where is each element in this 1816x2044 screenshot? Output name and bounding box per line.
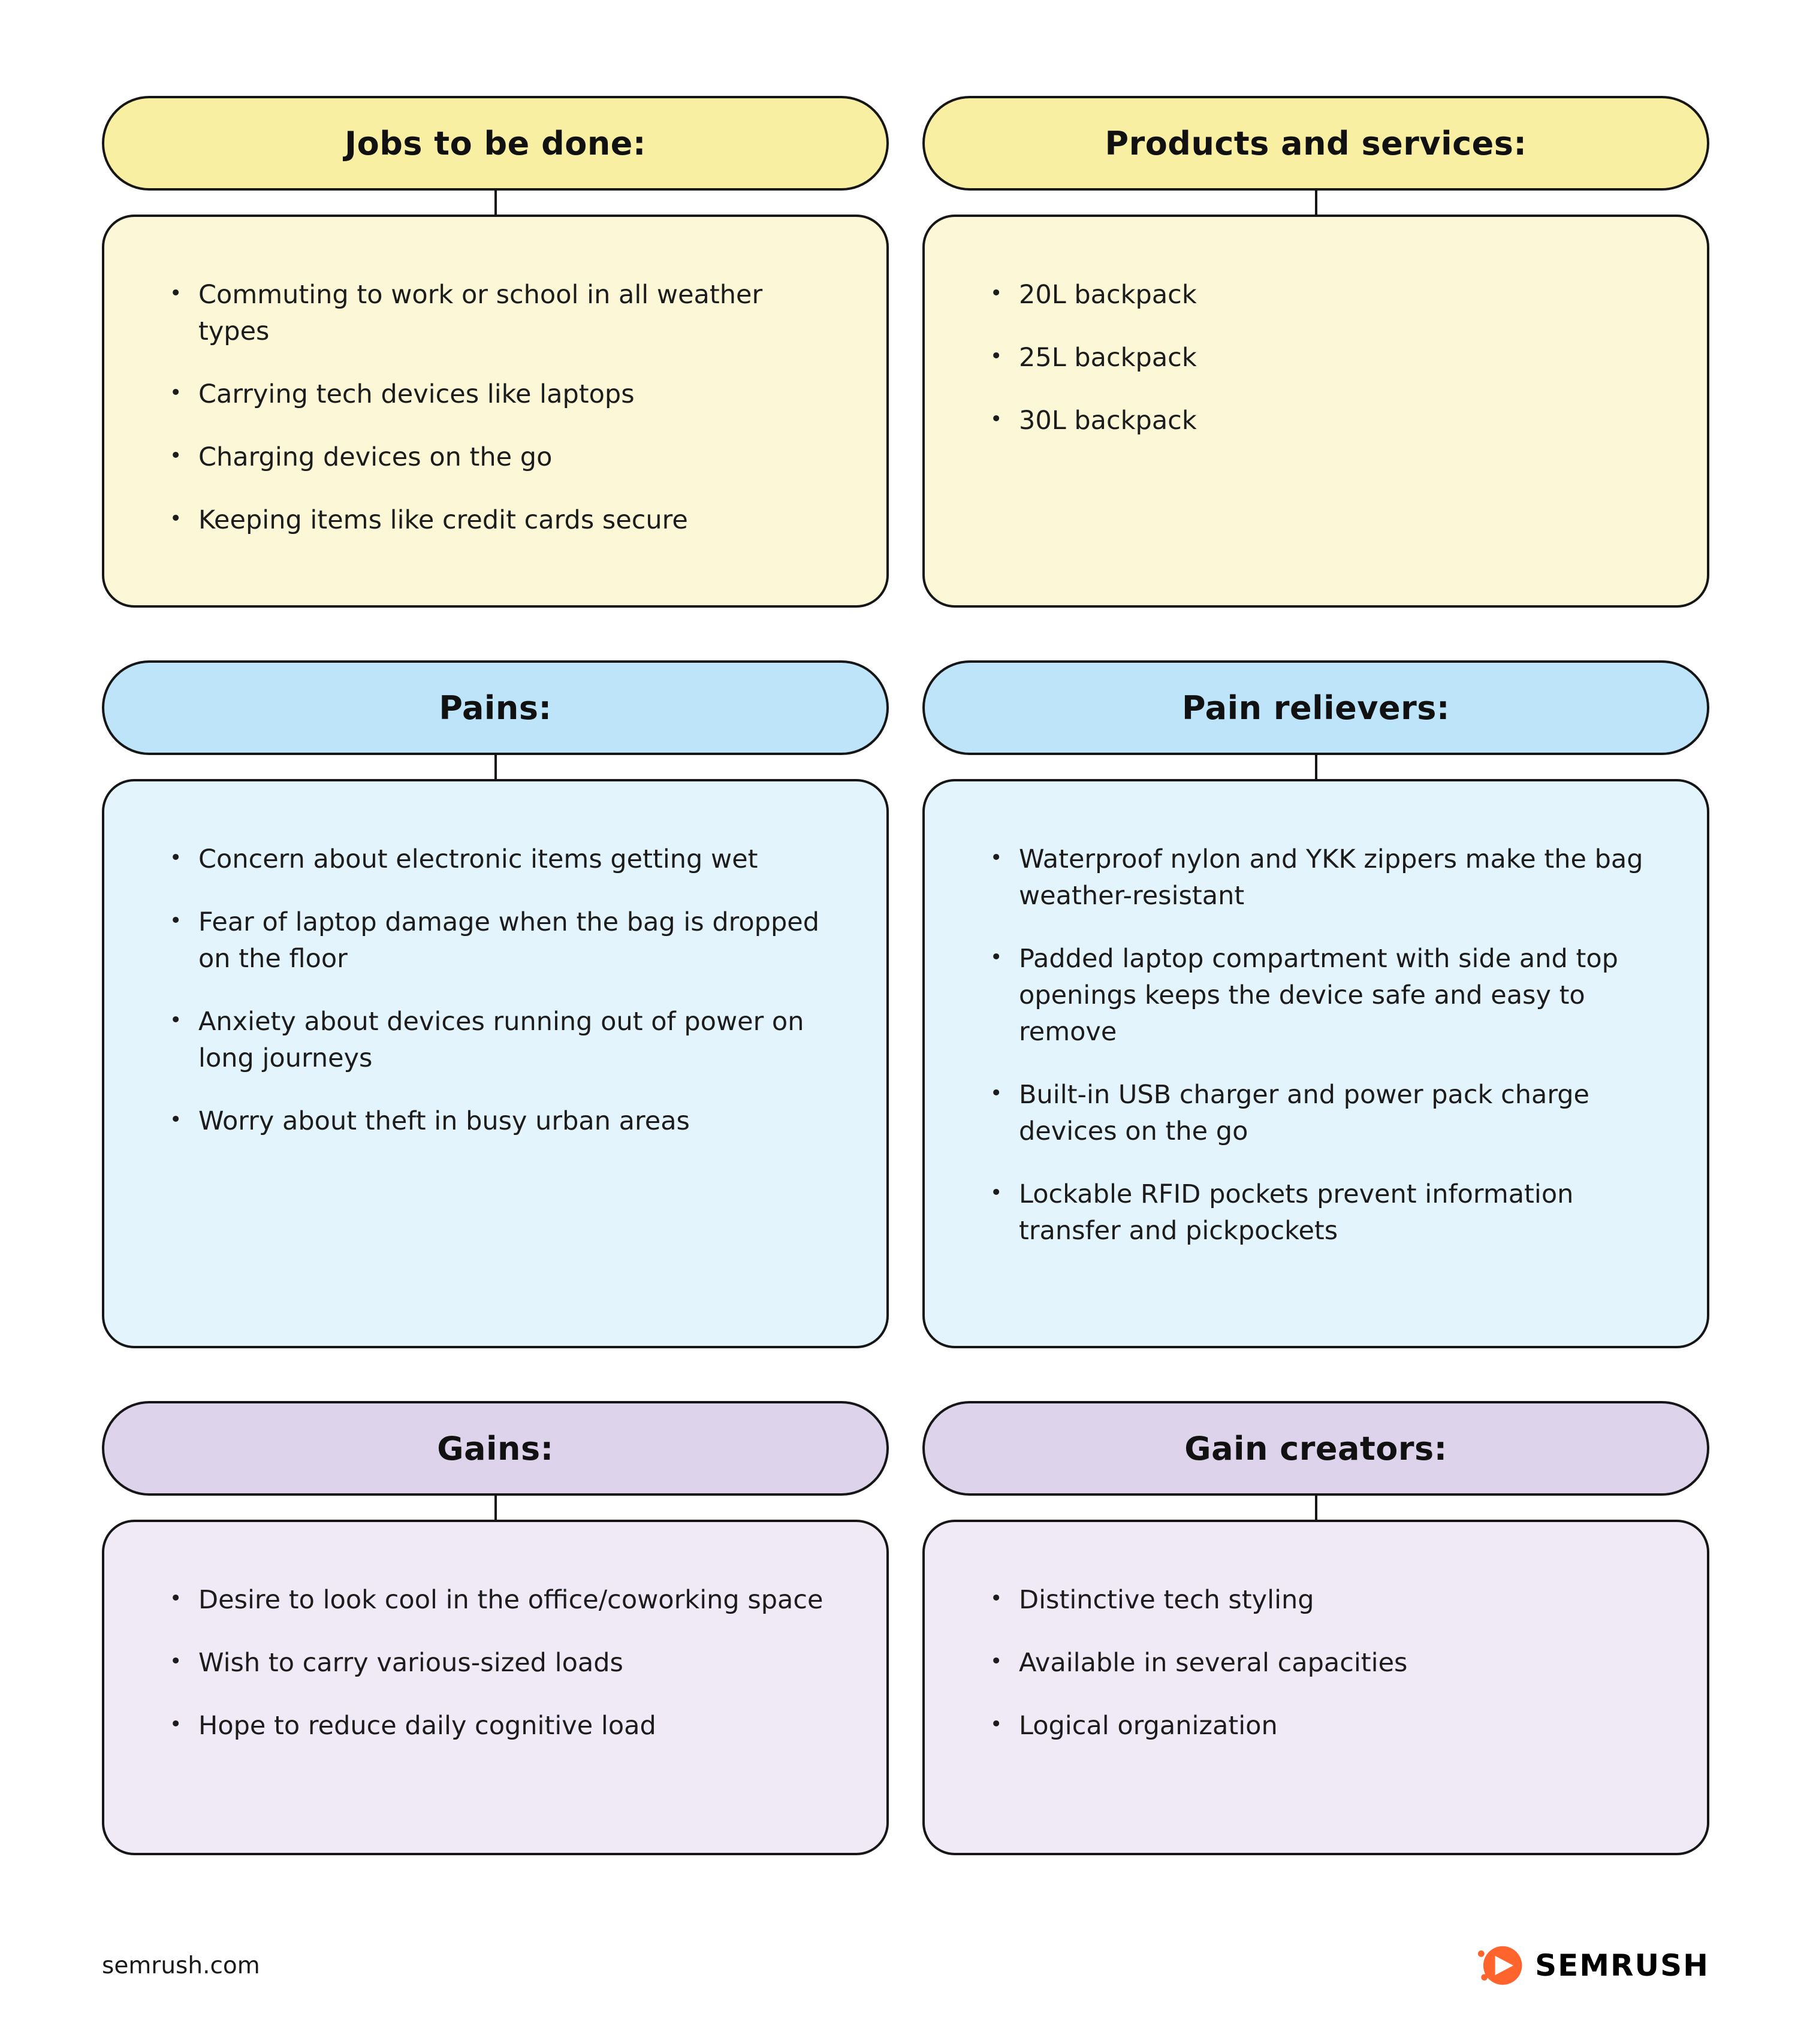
footer: semrush.com SEMRUSH [0, 1940, 1816, 2044]
section-header-pill: Pains: [102, 660, 889, 755]
section-body: Commuting to work or school in all weath… [102, 215, 889, 608]
row-pains-relievers: Pains: Concern about electronic items ge… [102, 660, 1709, 1348]
list-item: Available in several capacities [988, 1644, 1644, 1681]
list-item: Waterproof nylon and YKK zippers make th… [988, 840, 1644, 914]
connector-line [1314, 191, 1317, 215]
section-header-pill: Jobs to be done: [102, 96, 889, 191]
bullet-list: Commuting to work or school in all weath… [167, 276, 823, 539]
section-title: Products and services: [1105, 124, 1527, 162]
row-jobs-products: Jobs to be done: Commuting to work or sc… [102, 96, 1709, 608]
list-item: Lockable RFID pockets prevent informatio… [988, 1175, 1644, 1249]
section-body: Distinctive tech styling Available in se… [922, 1520, 1709, 1855]
list-item: 25L backpack [988, 339, 1644, 376]
list-item: Commuting to work or school in all weath… [167, 276, 823, 350]
list-item: Wish to carry various-sized loads [167, 1644, 823, 1681]
section-gain-creators: Gain creators: Distinctive tech styling … [922, 1401, 1709, 1855]
list-item: Worry about theft in busy urban areas [167, 1102, 823, 1140]
section-body: Waterproof nylon and YKK zippers make th… [922, 779, 1709, 1348]
connector-line [494, 755, 497, 779]
list-item: Charging devices on the go [167, 438, 823, 476]
section-header-pill: Gain creators: [922, 1401, 1709, 1496]
list-item: Desire to look cool in the office/cowork… [167, 1581, 823, 1619]
list-item: 20L backpack [988, 276, 1644, 313]
bullet-list: Waterproof nylon and YKK zippers make th… [988, 840, 1644, 1249]
bullet-list: Distinctive tech styling Available in se… [988, 1581, 1644, 1744]
list-item: 30L backpack [988, 401, 1644, 439]
list-item: Concern about electronic items getting w… [167, 840, 823, 878]
section-pain-relievers: Pain relievers: Waterproof nylon and YKK… [922, 660, 1709, 1348]
list-item: Keeping items like credit cards secure [167, 501, 823, 539]
list-item: Padded laptop compartment with side and … [988, 940, 1644, 1050]
semrush-logo-icon [1473, 1940, 1524, 1991]
section-body: Desire to look cool in the office/cowork… [102, 1520, 889, 1855]
section-title: Jobs to be done: [345, 124, 646, 162]
section-pains: Pains: Concern about electronic items ge… [102, 660, 889, 1348]
row-gains-creators: Gains: Desire to look cool in the office… [102, 1401, 1709, 1855]
bullet-list: Concern about electronic items getting w… [167, 840, 823, 1140]
list-item: Anxiety about devices running out of pow… [167, 1003, 823, 1077]
section-jobs-to-be-done: Jobs to be done: Commuting to work or sc… [102, 96, 889, 608]
connector-line [1314, 1496, 1317, 1520]
section-products-and-services: Products and services: 20L backpack 25L … [922, 96, 1709, 608]
section-gains: Gains: Desire to look cool in the office… [102, 1401, 889, 1855]
list-item: Distinctive tech styling [988, 1581, 1644, 1619]
section-body: 20L backpack 25L backpack 30L backpack [922, 215, 1709, 608]
list-item: Hope to reduce daily cognitive load [167, 1707, 823, 1744]
semrush-wordmark: SEMRUSH [1535, 1948, 1709, 1983]
list-item: Carrying tech devices like laptops [167, 375, 823, 413]
section-header-pill: Products and services: [922, 96, 1709, 191]
section-header-pill: Pain relievers: [922, 660, 1709, 755]
section-title: Pains: [439, 689, 552, 727]
semrush-logo: SEMRUSH [1473, 1940, 1709, 1991]
footer-site-link[interactable]: semrush.com [102, 1952, 260, 1979]
bullet-list: 20L backpack 25L backpack 30L backpack [988, 276, 1644, 439]
bullet-list: Desire to look cool in the office/cowork… [167, 1581, 823, 1744]
section-title: Gain creators: [1184, 1429, 1447, 1468]
section-header-pill: Gains: [102, 1401, 889, 1496]
section-body: Concern about electronic items getting w… [102, 779, 889, 1348]
connector-line [1314, 755, 1317, 779]
list-item: Fear of laptop damage when the bag is dr… [167, 903, 823, 977]
value-proposition-canvas: Jobs to be done: Commuting to work or sc… [0, 0, 1816, 1855]
connector-line [494, 1496, 497, 1520]
section-title: Pain relievers: [1182, 689, 1450, 727]
connector-line [494, 191, 497, 215]
list-item: Logical organization [988, 1707, 1644, 1744]
section-title: Gains: [437, 1429, 554, 1468]
list-item: Built-in USB charger and power pack char… [988, 1076, 1644, 1150]
